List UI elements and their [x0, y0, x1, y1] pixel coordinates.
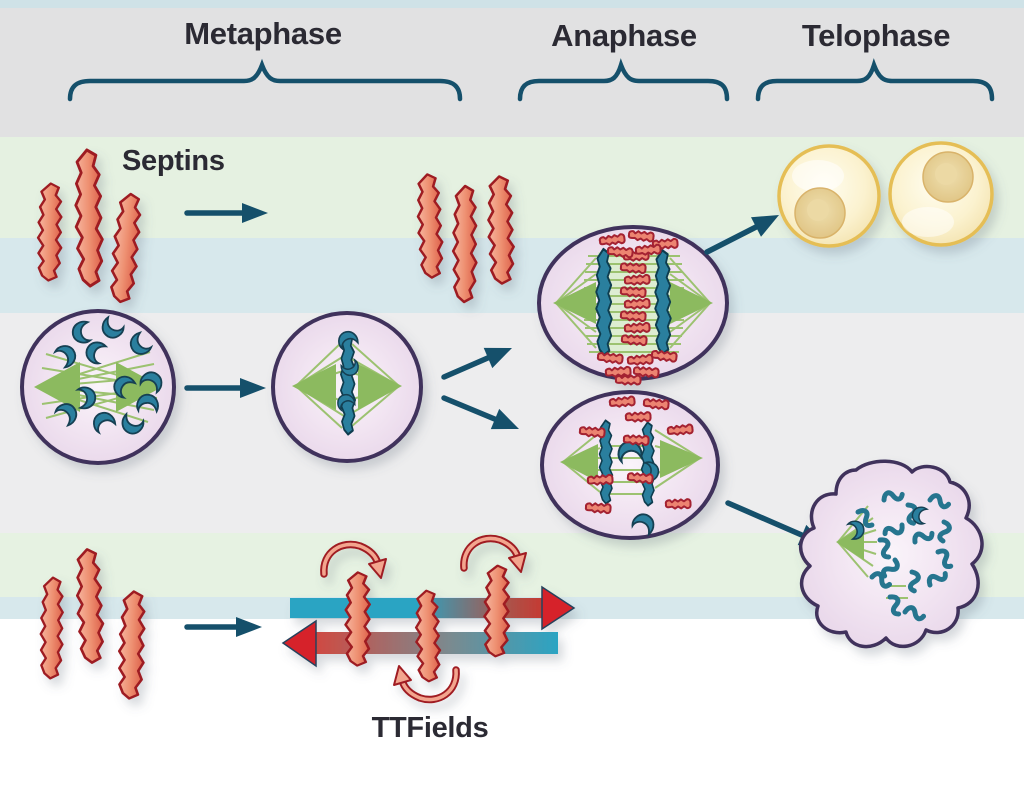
arrow-ttfields	[184, 617, 262, 637]
phase-label-telophase: Telophase	[801, 18, 951, 53]
septins-label: Septins	[122, 145, 225, 177]
brace-telophase	[755, 58, 995, 102]
brace-anaphase	[517, 58, 730, 102]
phase-label-anaphase: Anaphase	[551, 18, 697, 53]
vibrating-septin-filaments	[343, 563, 513, 683]
daughter-cell-left	[777, 144, 881, 248]
septin-cluster-metaphase	[415, 172, 516, 304]
arrow-to-telophase	[704, 215, 779, 255]
band-top-strip	[0, 0, 1024, 8]
ttfields-assembly	[281, 538, 576, 699]
cell-anaphase-disrupted	[540, 390, 720, 540]
cell-anaphase-normal	[537, 225, 729, 386]
ttfields-label: TTFields	[371, 712, 489, 744]
arrow-to-upper-anaphase	[441, 347, 512, 380]
cell-aberrant-blebbing	[799, 459, 984, 649]
arrow-metaphase	[184, 378, 266, 398]
cell-prometaphase	[20, 309, 176, 465]
brace-metaphase	[67, 58, 463, 102]
phase-label-metaphase: Metaphase	[184, 16, 342, 51]
septin-cluster-bottom-left	[38, 547, 149, 701]
arrow-septins	[184, 203, 268, 223]
cell-metaphase-aligned	[271, 311, 423, 463]
daughter-cell-right	[888, 141, 994, 247]
band-header-gray	[0, 8, 1024, 137]
spindle	[292, 341, 402, 429]
telophase-daughter-cells	[777, 141, 994, 248]
rotation-curl-icon	[324, 544, 386, 578]
arrow-to-lower-anaphase	[441, 395, 519, 430]
